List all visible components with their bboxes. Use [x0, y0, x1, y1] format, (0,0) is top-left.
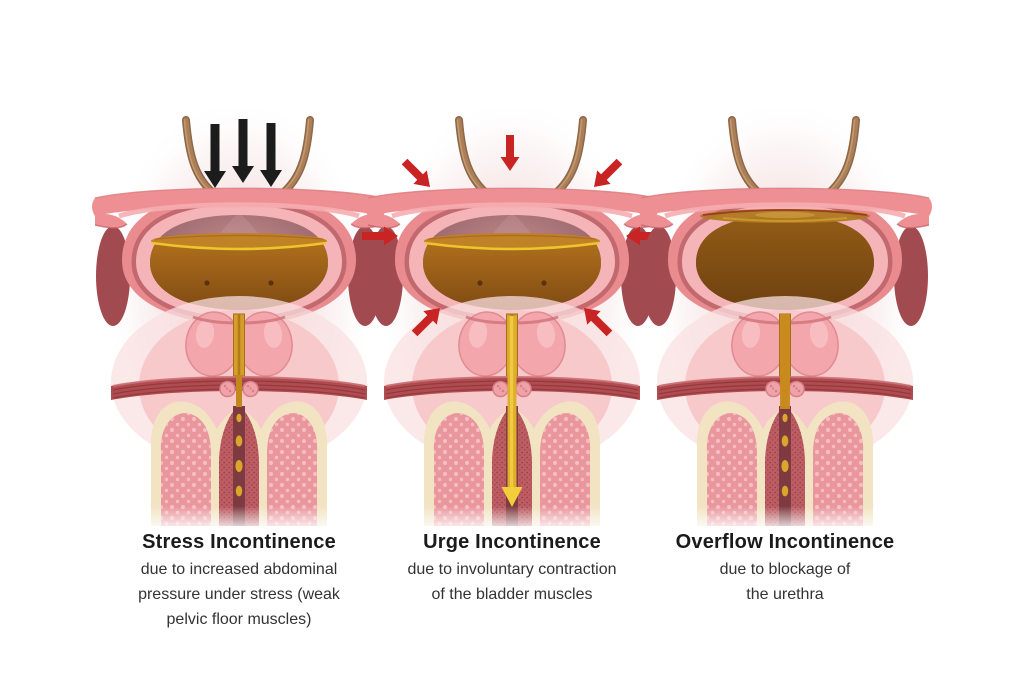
bottom-fade — [638, 506, 932, 534]
caption-stress: Stress Incontinence due to increased abd… — [103, 530, 376, 632]
bottom-fade — [365, 506, 659, 534]
panel-subtitle: due to blockage of the urethra — [719, 561, 851, 603]
panel-title: Overflow Incontinence — [675, 531, 895, 553]
bladder-illustration-overflow — [649, 96, 922, 534]
panel-subtitle: due to involuntary contraction of the bl… — [407, 561, 617, 603]
bottom-fade — [92, 506, 386, 534]
panel-title: Stress Incontinence — [142, 531, 336, 553]
incontinence-diagram: Stress Incontinence due to increased abd… — [0, 86, 1024, 632]
bladder-illustration-stress — [103, 96, 376, 534]
panel-urge: Urge Incontinence due to involuntary con… — [376, 86, 649, 632]
panel-overflow: Overflow Incontinence due to blockage of… — [649, 86, 922, 632]
panel-subtitle: due to increased abdominal pressure unde… — [138, 561, 340, 628]
caption-overflow: Overflow Incontinence due to blockage of… — [649, 530, 922, 608]
abdominal-pressure-arrows-icon — [203, 119, 282, 188]
panel-title: Urge Incontinence — [423, 531, 601, 553]
bladder-illustration-urge — [376, 96, 649, 534]
panel-stress: Stress Incontinence due to increased abd… — [103, 86, 376, 632]
urine-overflow-trickle — [779, 314, 790, 409]
caption-urge: Urge Incontinence due to involuntary con… — [376, 530, 649, 608]
